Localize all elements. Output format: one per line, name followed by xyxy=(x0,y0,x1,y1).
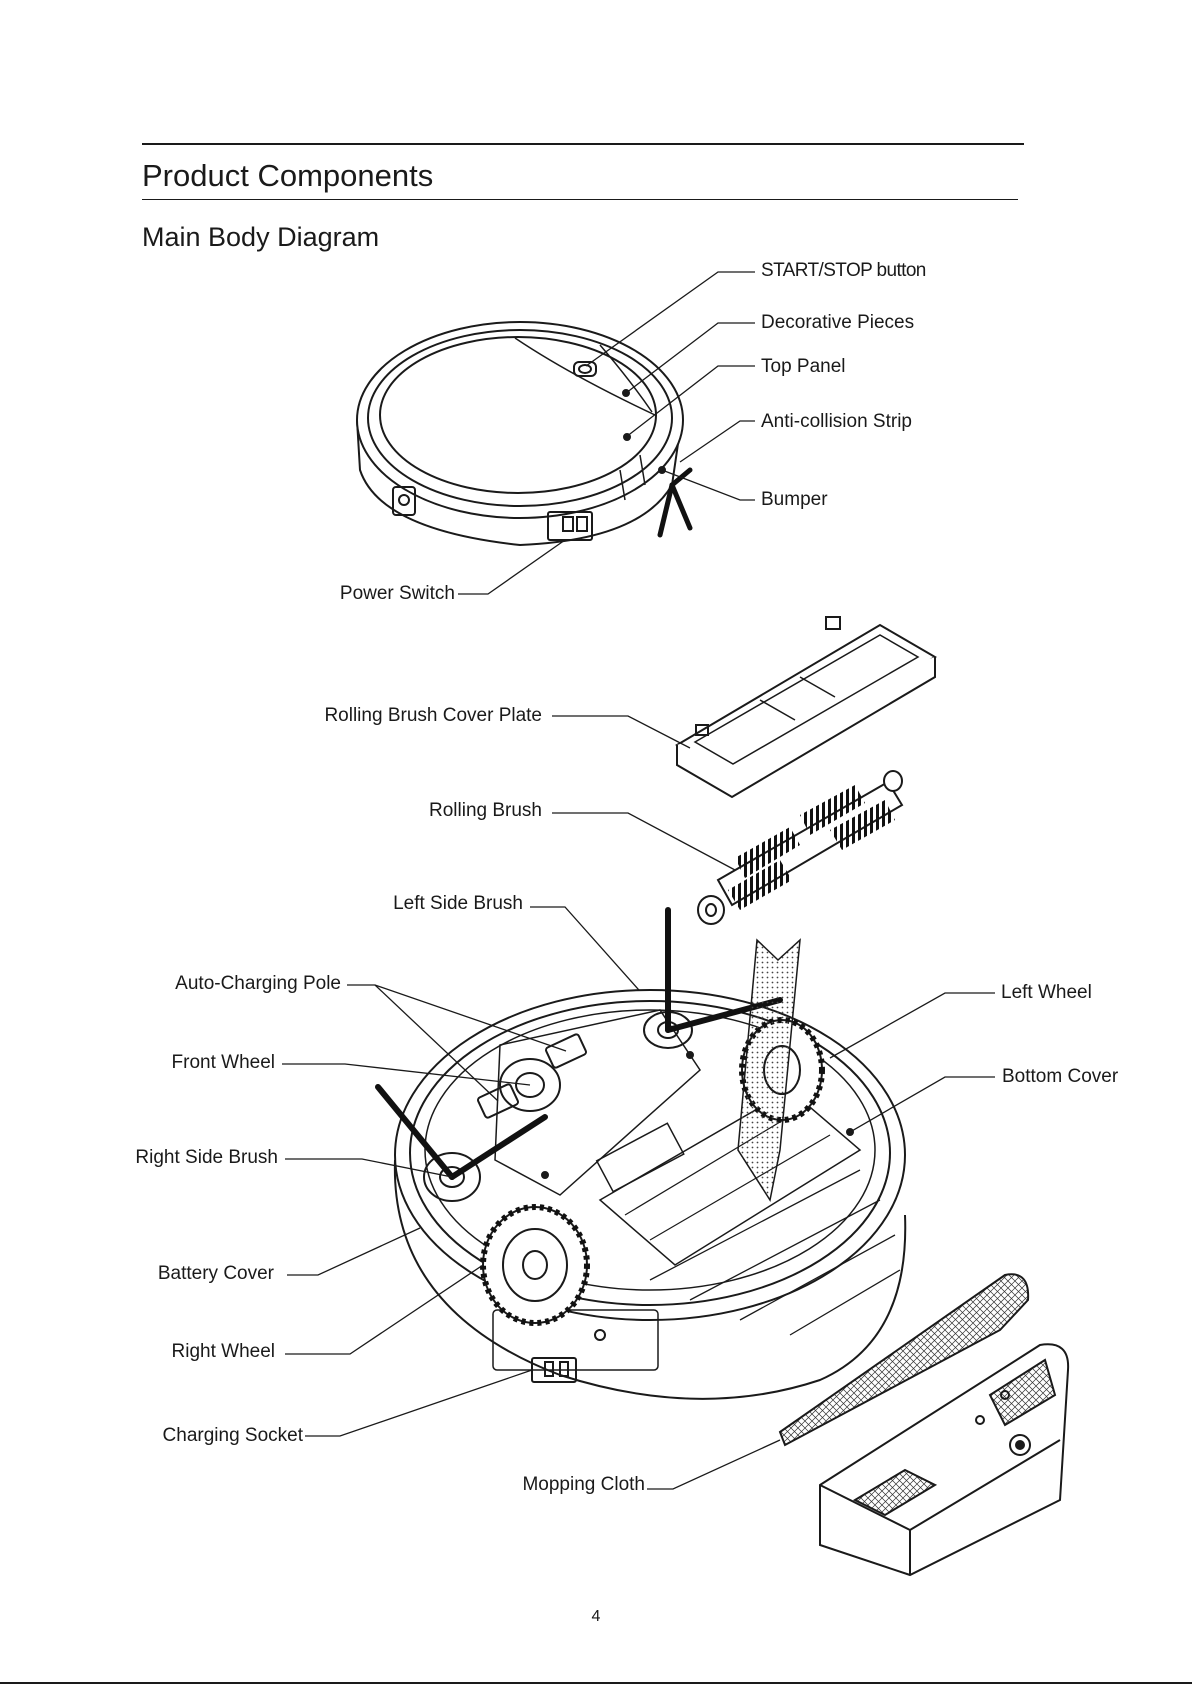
label-battery-cover: Battery Cover xyxy=(157,1263,274,1284)
rolling-brush-cover-plate xyxy=(675,616,937,799)
label-decorative-pieces: Decorative Pieces xyxy=(761,312,915,333)
label-right-wheel: Right Wheel xyxy=(171,1341,276,1362)
label-rolling-brush-cover-plate: Rolling Brush Cover Plate xyxy=(324,705,542,726)
label-left-wheel: Left Wheel xyxy=(1001,982,1092,1003)
label-mopping-cloth: Mopping Cloth xyxy=(522,1474,645,1495)
label-start-stop-button: START/STOP button xyxy=(761,260,926,281)
label-power-switch: Power Switch xyxy=(339,583,455,604)
right-wheel-art xyxy=(480,1204,590,1326)
leader-lines-bottom xyxy=(282,984,995,1490)
label-left-side-brush: Left Side Brush xyxy=(393,893,523,914)
header-bottom-rule xyxy=(142,199,1018,200)
label-anti-collision-strip: Anti-collision Strip xyxy=(761,411,912,432)
insertion-arrow xyxy=(737,938,801,1202)
mopping-cloth-art xyxy=(778,1273,1030,1447)
diagram-title: Main Body Diagram xyxy=(142,222,380,252)
label-top-panel: Top Panel xyxy=(761,356,846,377)
rolling-brush xyxy=(697,770,904,925)
label-rolling-brush: Rolling Brush xyxy=(429,800,542,821)
label-bottom-cover: Bottom Cover xyxy=(1002,1066,1119,1087)
side-brush-bristles-bottom xyxy=(375,907,783,1180)
label-right-side-brush: Right Side Brush xyxy=(135,1147,278,1168)
label-bumper: Bumper xyxy=(761,489,828,510)
leader-lines-middle xyxy=(530,715,736,1008)
label-auto-charging-pole: Auto-Charging Pole xyxy=(175,973,341,994)
side-brush-bristles-top xyxy=(657,467,693,538)
robot-top-view xyxy=(356,321,684,547)
section-title: Product Components xyxy=(142,158,434,193)
header-top-rule xyxy=(142,143,1024,145)
page-number: 4 xyxy=(591,1608,601,1625)
label-charging-socket: Charging Socket xyxy=(162,1425,303,1446)
page-bottom-rule xyxy=(0,1682,1192,1684)
water-tank-art xyxy=(819,1343,1070,1577)
robot-bottom-view xyxy=(393,989,907,1400)
leader-lines-top xyxy=(458,271,755,595)
label-front-wheel: Front Wheel xyxy=(171,1052,275,1073)
